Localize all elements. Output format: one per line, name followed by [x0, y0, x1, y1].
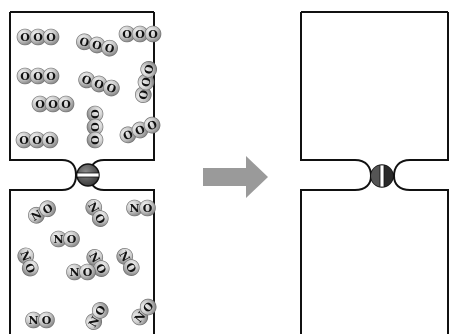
- atom-label: O: [45, 134, 55, 147]
- atom-label: O: [67, 233, 77, 246]
- atom-label: O: [83, 266, 93, 279]
- atom: [42, 67, 60, 85]
- atom-label: O: [19, 134, 29, 147]
- right-valve-open: [370, 164, 394, 188]
- oxygen-molecule: OOO: [86, 105, 104, 149]
- atom: [140, 60, 158, 78]
- atom: [79, 263, 96, 281]
- atom: [139, 199, 156, 217]
- atom-label: O: [122, 28, 132, 41]
- atom: [122, 259, 140, 276]
- atom: [143, 116, 161, 134]
- atom: [101, 39, 118, 57]
- atom-label: N: [28, 314, 38, 327]
- atom-label: O: [33, 70, 43, 83]
- atom: [86, 131, 104, 149]
- oxygen-molecule: OOO: [119, 116, 161, 144]
- atom-label: O: [88, 122, 101, 132]
- atom-label: O: [48, 98, 58, 111]
- atom-label: O: [88, 135, 101, 145]
- atom-label: O: [136, 88, 151, 100]
- right-upper-chamber-wall: [300, 11, 449, 177]
- nitric-oxide-molecule: NO: [131, 298, 157, 325]
- process-arrow: [203, 156, 268, 198]
- atom-label: O: [135, 28, 145, 41]
- atom-label: O: [61, 98, 71, 111]
- atom: [38, 311, 55, 329]
- atom-label: O: [35, 98, 45, 111]
- nitric-oxide-molecule: NO: [28, 200, 56, 224]
- right-apparatus: [300, 11, 449, 334]
- atom-label: O: [139, 76, 154, 88]
- left-valve-closed: [76, 163, 100, 187]
- atom: [42, 28, 60, 46]
- atom-label: N: [53, 233, 63, 246]
- atom: [144, 25, 162, 43]
- atom-label: O: [78, 35, 91, 50]
- atom-label: O: [143, 202, 153, 215]
- atom-label: O: [20, 31, 30, 44]
- atom-label: N: [129, 202, 139, 215]
- atom-label: O: [92, 77, 106, 92]
- atom-label: O: [46, 70, 56, 83]
- atom-label: O: [32, 134, 42, 147]
- atom-label: O: [142, 63, 157, 75]
- atom-label: O: [88, 109, 101, 119]
- atom: [41, 131, 59, 149]
- atom-label: O: [91, 38, 104, 53]
- atom-label: O: [103, 41, 116, 56]
- atom-label: N: [69, 266, 79, 279]
- atom-label: O: [46, 31, 56, 44]
- atom-label: O: [80, 73, 94, 88]
- atom: [91, 302, 109, 319]
- nitric-oxide-molecule: NO: [85, 302, 109, 330]
- atom-label: O: [148, 28, 158, 41]
- atom-label: O: [22, 262, 38, 276]
- atom-label: N: [17, 249, 33, 263]
- right-lower-chamber-wall: [300, 175, 449, 334]
- atom-label: O: [33, 31, 43, 44]
- right-arrow-icon: [203, 156, 268, 198]
- oxygen-molecule: OOO: [134, 60, 158, 104]
- atom: [103, 79, 120, 97]
- nitric-oxide-molecule: NO: [116, 248, 140, 276]
- nitric-oxide-molecule: NO: [85, 199, 109, 227]
- atom: [21, 259, 39, 277]
- atom: [39, 200, 56, 218]
- atom: [139, 298, 157, 316]
- nitric-oxide-molecule: NO: [17, 247, 39, 277]
- atom-label: O: [20, 70, 30, 83]
- atom: [91, 210, 109, 227]
- atom: [57, 95, 75, 113]
- atom-label: O: [42, 314, 52, 327]
- atom-label: O: [105, 81, 119, 96]
- atom: [63, 230, 80, 248]
- nitric-oxide-molecule: NO: [86, 249, 110, 277]
